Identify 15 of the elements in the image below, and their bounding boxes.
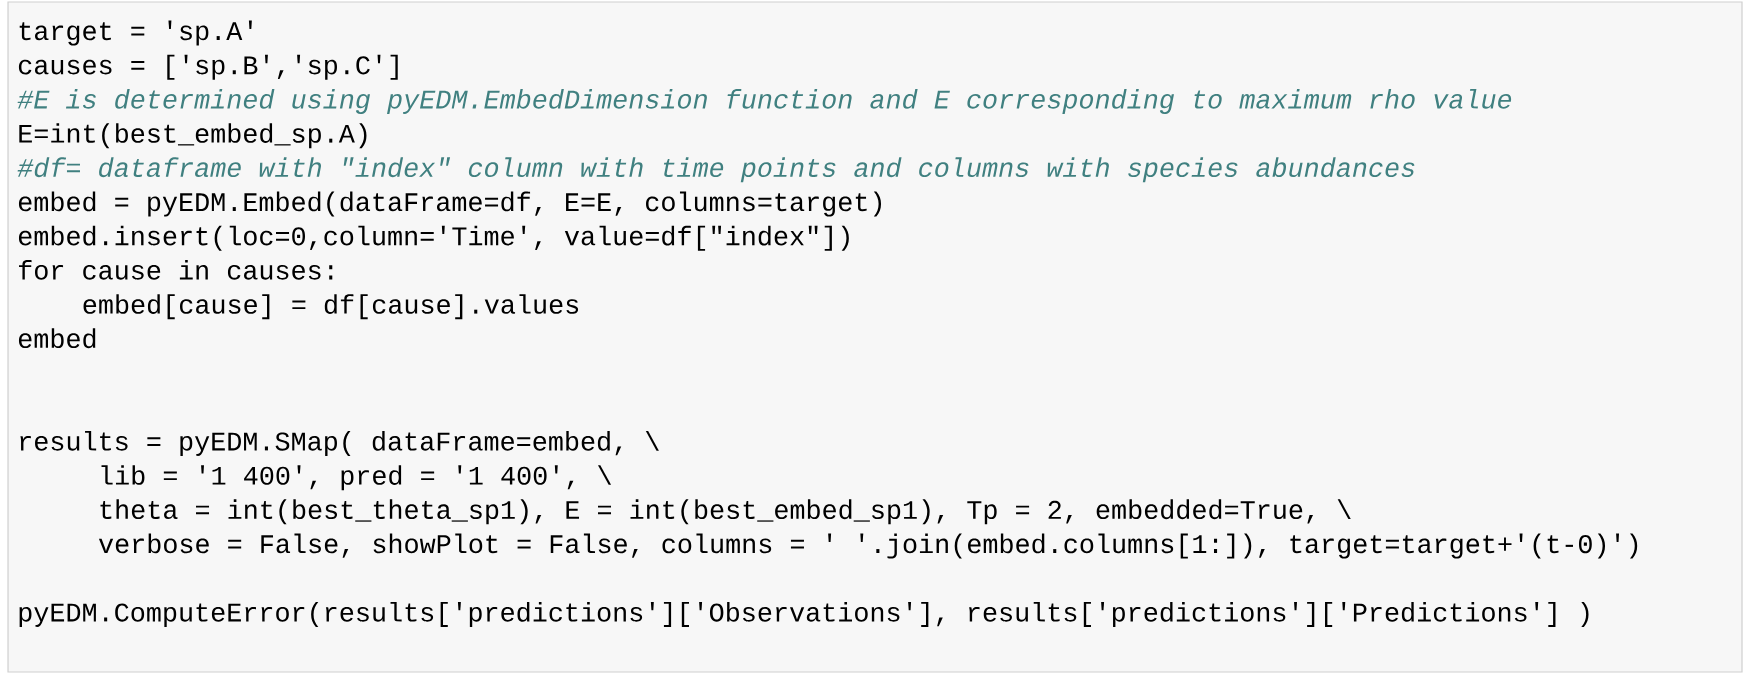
code-line: embed <box>18 328 96 349</box>
code-line: results = pyEDM.SMap( dataFrame=embed, \ <box>20 430 659 456</box>
code-line: embed[cause] = df[cause].values <box>83 294 579 320</box>
code-comment: #E is determined using pyEDM.EmbedDimension function and E corresponding to maximum rho value <box>17 88 1512 114</box>
code-line: for cause in causes: <box>19 259 333 280</box>
code-line: E=int(best_embed_sp.A) <box>19 123 367 149</box>
code-line: embed.insert(loc=0,column='Time', value=df["index"]) <box>18 225 849 251</box>
code-line: embed = pyEDM.Embed(dataFrame=df, E=E, columns=target) <box>18 191 881 217</box>
code-line: target = 'sp.A' <box>19 20 252 46</box>
code-line: lib = '1 400', pred = '1 400', \ <box>101 465 612 491</box>
code-line: theta = int(best_theta_sp1), E = int(best_embed_sp1), Tp = 2, embedded=True, \ <box>100 499 1351 525</box>
code-line: verbose = False, showPlot = False, columns = ' '.join(embed.columns[1:]), target=target+'(t-0)') <box>98 533 1638 559</box>
code-line: causes = ['sp.B','sp.C'] <box>18 54 398 80</box>
code-line: pyEDM.ComputeError(results['predictions']['Observations'], results['predictions']['Predictions'] ) <box>19 601 1589 627</box>
code-comment: #df= dataframe with "index" column with time points and columns with species abundances <box>17 157 1415 183</box>
